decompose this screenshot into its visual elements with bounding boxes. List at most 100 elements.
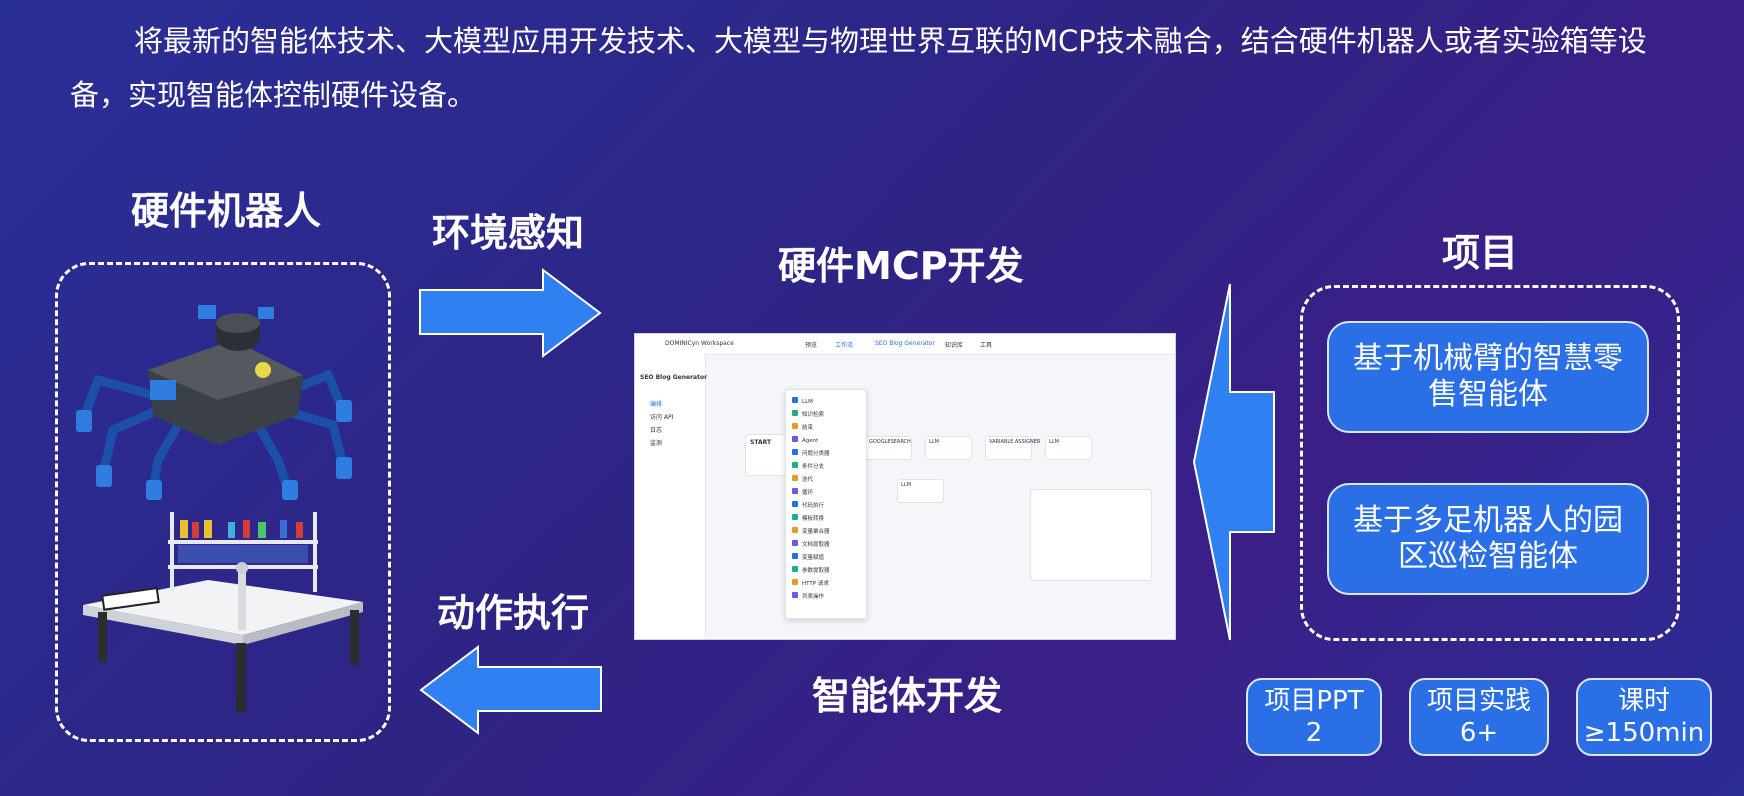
project-card-retail: 基于机械臂的智慧零售智能体 (1327, 321, 1649, 433)
menu-item: 变量赋值 (792, 552, 830, 565)
menu-item: 参数提取器 (792, 565, 830, 578)
node-label: VARIABLE ASSIGNER (989, 439, 1041, 445)
perception-arrow-icon (419, 268, 602, 358)
menu-item: LLM (792, 396, 830, 409)
menu-item-label: LLM (802, 399, 813, 405)
menu-item-icon (792, 579, 798, 585)
menu-item-icon (792, 423, 798, 429)
menu-item-icon (792, 488, 798, 494)
badge-practice-label: 项目实践 (1426, 686, 1531, 716)
intro-paragraph: 将最新的智能体技术、大模型应用开发技术、大模型与物理世界互联的MCP技术融合，结… (70, 24, 1647, 112)
menu-item: 代码执行 (792, 500, 830, 513)
badge-ppt: 项目PPT 2 (1246, 678, 1382, 756)
project-card-inspection: 基于多足机器人的园区巡检智能体 (1327, 483, 1649, 595)
menu-item-icon (792, 592, 798, 598)
menu-item-label: 文档提取器 (802, 542, 830, 548)
menu-item: Agent (792, 435, 830, 448)
menu-item-icon (792, 462, 798, 468)
start-node-label: START (750, 439, 772, 446)
badge-hours-label: 课时 (1617, 686, 1670, 716)
screenshot-node: LLM (925, 436, 972, 460)
projects-box (1300, 285, 1680, 641)
screenshot-start-node: START (745, 434, 787, 476)
screenshot-node: LLM (897, 479, 944, 503)
menu-item-label: 条件分支 (802, 464, 825, 470)
screenshot-tab-tools: 工具 (980, 342, 993, 349)
screenshot-side-item: 日志 (650, 427, 663, 434)
screenshot-app-name: SEO Blog Generator (640, 374, 708, 381)
perception-label: 环境感知 (432, 211, 585, 255)
agent-dev-title: 智能体开发 (812, 674, 1003, 718)
badge-practice-value: 6+ (1459, 718, 1499, 748)
menu-item: 迭代 (792, 474, 830, 487)
menu-item: 问题分类器 (792, 448, 830, 461)
screenshot-side-item: 访问 API (650, 414, 674, 421)
screenshot-topbar: DOMINICyn Workspace 预览 工作流 SEO Blog Gene… (635, 334, 1175, 355)
screenshot-tab-workflow: 工作流 (835, 342, 854, 349)
badge-ppt-label: 项目PPT (1264, 686, 1364, 716)
menu-item: 文档提取器 (792, 539, 830, 552)
action-arrow-icon (419, 645, 602, 735)
menu-item-icon (792, 501, 798, 507)
screenshot-tab-knowledge: 知识库 (945, 342, 964, 349)
screenshot-node: LLM (1045, 436, 1092, 460)
hardware-robot-box (55, 262, 391, 742)
menu-item-label: 变量聚合器 (802, 529, 830, 535)
menu-item-label: Agent (802, 438, 819, 444)
lab-table-image (83, 512, 363, 713)
menu-item: 条件分支 (792, 461, 830, 474)
menu-item-icon (792, 540, 798, 546)
node-label: GOOGLESEARCH (869, 439, 911, 445)
screenshot-node-menu: LLM 知识检索结束 Agent 问题分类器条件分支迭代循环代码执行模板转换变量聚合器… (785, 389, 867, 619)
menu-item-label: 变量赋值 (802, 555, 825, 561)
menu-item-icon (792, 514, 798, 520)
menu-item-label: 问题分类器 (802, 451, 830, 457)
screenshot-tab-app: SEO Blog Generator (875, 340, 935, 347)
badge-hours: 课时 ≥150min (1576, 678, 1712, 756)
menu-item-icon (792, 527, 798, 533)
menu-item: 模板转换 (792, 513, 830, 526)
node-label: LLM (1049, 439, 1059, 445)
project-arrow-icon (1192, 283, 1275, 641)
menu-item-icon (792, 566, 798, 572)
projects-title: 项目 (1442, 231, 1519, 275)
hardware-mcp-title: 硬件MCP开发 (778, 244, 1024, 288)
menu-item-icon (792, 475, 798, 481)
hardware-robot-title: 硬件机器人 (131, 189, 322, 233)
screenshot-node: GOOGLESEARCH (865, 436, 912, 460)
menu-item-label: 代码执行 (802, 503, 825, 509)
menu-item-icon (792, 553, 798, 559)
badge-ppt-value: 2 (1305, 718, 1323, 748)
menu-item-icon (792, 436, 798, 442)
menu-item: HTTP 请求 (792, 578, 830, 591)
workflow-screenshot: DOMINICyn Workspace 预览 工作流 SEO Blog Gene… (634, 333, 1176, 640)
node-label: LLM (929, 439, 939, 445)
menu-item: 结束 (792, 422, 830, 435)
menu-item-icon (792, 449, 798, 455)
menu-item-label: 列表操作 (802, 594, 825, 600)
screenshot-notes-node (1030, 489, 1152, 581)
menu-item-label: 模板转换 (802, 516, 825, 522)
menu-item: 循环 (792, 487, 830, 500)
menu-item-label: 参数提取器 (802, 568, 830, 574)
action-label: 动作执行 (437, 591, 590, 635)
hexapod-robot-image (76, 305, 352, 500)
menu-item-label: 循环 (802, 490, 814, 496)
menu-item-label: 知识检索 (802, 412, 825, 418)
menu-item: 知识检索 (792, 409, 830, 422)
menu-item-icon (792, 410, 798, 416)
menu-item-label: 迭代 (802, 477, 814, 483)
badge-practice: 项目实践 6+ (1409, 678, 1549, 756)
menu-item-label: 结束 (802, 425, 814, 431)
screenshot-sidebar: SEO Blog Generator 编排 访问 API 日志 监测 (635, 354, 708, 639)
screenshot-workspace: DOMINICyn Workspace (665, 340, 734, 347)
node-label: LLM (901, 482, 911, 488)
screenshot-side-item: 监测 (650, 440, 663, 447)
menu-item-icon (792, 397, 798, 403)
screenshot-tab-preview: 预览 (805, 342, 818, 349)
screenshot-node: VARIABLE ASSIGNER (985, 436, 1040, 460)
menu-item: 列表操作 (792, 591, 830, 604)
screenshot-side-item: 编排 (650, 401, 663, 408)
badge-hours-value: ≥150min (1583, 718, 1705, 748)
menu-item-label: HTTP 请求 (802, 581, 829, 587)
